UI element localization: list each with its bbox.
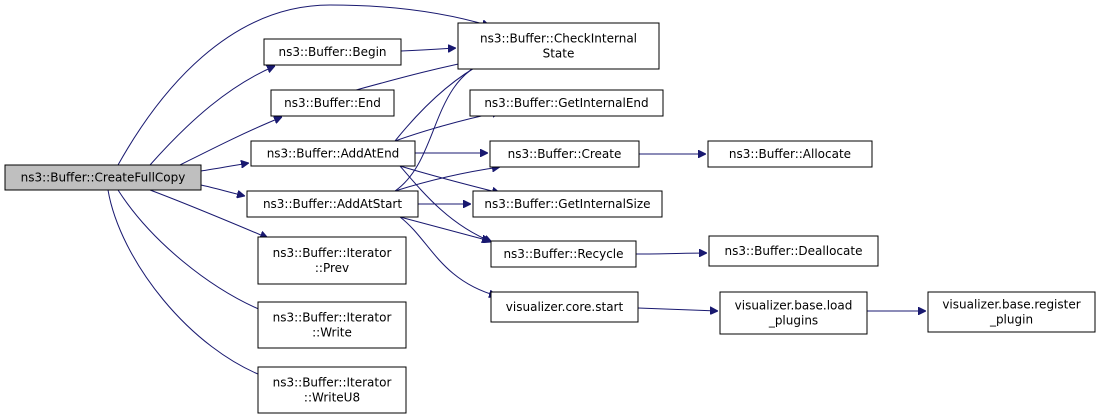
node-getinternalend[interactable]: ns3::Buffer::GetInternalEnd <box>469 89 664 117</box>
node-box <box>270 89 395 117</box>
node-label: ns3::Buffer::AddAtStart <box>263 197 402 211</box>
node-recycle[interactable]: ns3::Buffer::Recycle <box>490 240 637 268</box>
edge-addatstart-to-recycle <box>399 216 490 241</box>
node-box <box>472 190 663 218</box>
node-label: ::WriteU8 <box>304 391 360 405</box>
node-label: ns3::Buffer::Deallocate <box>725 244 863 258</box>
node-box <box>257 366 407 414</box>
edge-recycle-to-deallocate <box>635 253 707 254</box>
node-label: ns3::Buffer::CheckInternal <box>480 32 637 46</box>
edge-createfullcopy-to-iterator_writeu8 <box>107 189 268 378</box>
node-visualizer-base-register-plugin[interactable]: visualizer.base.register_plugin <box>927 291 1096 333</box>
node-end[interactable]: ns3::Buffer::End <box>270 89 395 117</box>
node-create[interactable]: ns3::Buffer::Create <box>489 140 640 168</box>
node-box <box>257 236 407 285</box>
node-label: ns3::Buffer::Create <box>508 147 622 161</box>
node-label: ns3::Buffer::Iterator <box>273 246 392 260</box>
node-box <box>4 164 202 191</box>
node-label: ns3::Buffer::Allocate <box>729 147 851 161</box>
node-visualizer-core-start[interactable]: visualizer.core.start <box>490 291 639 323</box>
node-addatstart[interactable]: ns3::Buffer::AddAtStart <box>246 190 419 218</box>
edge-addatstart-to-create <box>394 167 500 192</box>
edge-createfullcopy-to-addatstart <box>200 184 245 196</box>
node-label: ns3::Buffer::Begin <box>278 45 386 59</box>
node-box <box>250 140 416 167</box>
edge-createfullcopy-to-end <box>179 117 282 166</box>
node-iterator-write[interactable]: ns3::Buffer::Iterator::Write <box>257 301 407 349</box>
edge-createfullcopy-to-addatend <box>200 163 249 172</box>
node-box <box>469 89 664 117</box>
node-label: State <box>543 47 575 61</box>
node-label: _plugins <box>768 314 818 328</box>
edge-visualizer_core_start-to-visualizer_base_load_plugins <box>637 308 718 311</box>
node-label: ns3::Buffer::GetInternalSize <box>484 197 650 211</box>
node-box <box>246 190 419 218</box>
edge-addatstart-to-visualizer_core_start <box>399 216 497 296</box>
node-label: ::Prev <box>315 261 349 275</box>
node-getinternalsize[interactable]: ns3::Buffer::GetInternalSize <box>472 190 663 218</box>
edge-addatstart-to-checkinternalstate <box>394 60 490 192</box>
node-box <box>707 140 873 168</box>
node-begin[interactable]: ns3::Buffer::Begin <box>263 38 402 66</box>
nodes-layer: ns3::Buffer::CreateFullCopyns3::Buffer::… <box>4 22 1096 414</box>
edge-createfullcopy-to-iterator_write <box>117 189 268 313</box>
node-box <box>927 291 1096 333</box>
node-iterator-writeu8[interactable]: ns3::Buffer::Iterator::WriteU8 <box>257 366 407 414</box>
edge-begin-to-checkinternalstate <box>400 48 456 51</box>
edge-createfullcopy-to-begin <box>149 66 275 166</box>
edge-createfullcopy-to-checkinternalstate <box>117 4 490 166</box>
edge-addatend-to-getinternalsize <box>399 165 500 193</box>
node-addatend[interactable]: ns3::Buffer::AddAtEnd <box>250 140 416 167</box>
node-label: ns3::Buffer::AddAtEnd <box>267 147 400 161</box>
node-label: ns3::Buffer::Iterator <box>273 376 392 390</box>
edges-layer <box>107 4 926 378</box>
node-label: ns3::Buffer::End <box>284 96 381 110</box>
node-label: ns3::Buffer::Recycle <box>503 247 623 261</box>
node-createfullcopy: ns3::Buffer::CreateFullCopy <box>4 164 202 191</box>
node-iterator-prev[interactable]: ns3::Buffer::Iterator::Prev <box>257 236 407 285</box>
node-visualizer-base-load-plugins[interactable]: visualizer.base.load_plugins <box>719 291 868 335</box>
node-label: ns3::Buffer::GetInternalEnd <box>484 96 648 110</box>
edge-addatend-to-recycle <box>399 165 492 242</box>
node-label: visualizer.core.start <box>506 300 624 314</box>
node-box <box>257 301 407 349</box>
node-label: _plugin <box>989 313 1033 327</box>
node-label: ns3::Buffer::Iterator <box>273 311 392 325</box>
node-label: ns3::Buffer::CreateFullCopy <box>21 171 186 185</box>
node-box <box>490 291 639 323</box>
node-box <box>719 291 868 335</box>
edge-createfullcopy-to-iterator_prev <box>149 189 268 238</box>
node-box <box>457 22 660 70</box>
node-label: ::Write <box>312 326 352 340</box>
node-label: visualizer.base.register <box>942 298 1080 312</box>
node-box <box>263 38 402 66</box>
node-box <box>708 235 879 267</box>
node-label: visualizer.base.load <box>735 299 853 313</box>
node-box <box>490 240 637 268</box>
node-deallocate[interactable]: ns3::Buffer::Deallocate <box>708 235 879 267</box>
node-box <box>489 140 640 168</box>
node-allocate[interactable]: ns3::Buffer::Allocate <box>707 140 873 168</box>
